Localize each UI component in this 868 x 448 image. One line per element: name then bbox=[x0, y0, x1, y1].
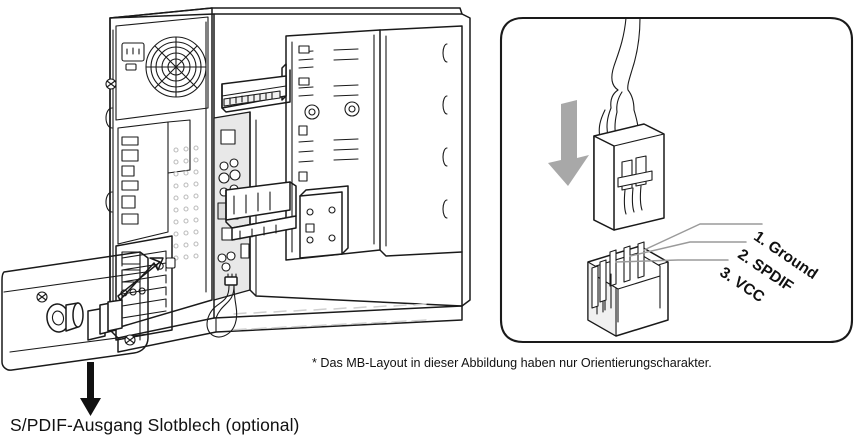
toslink-optical-port bbox=[87, 299, 123, 341]
floor-vent-louvres bbox=[231, 303, 427, 331]
optical-drive-upper bbox=[221, 63, 291, 113]
bracket-screw-holes bbox=[36, 291, 136, 346]
spdif-cable-plug bbox=[593, 17, 665, 231]
plug-latch-detail bbox=[617, 155, 653, 215]
rear-io-ports bbox=[117, 119, 199, 297]
figure-caption: S/PDIF-Ausgang Slotblech (optional) bbox=[10, 415, 300, 435]
optical-drive-lower bbox=[225, 181, 349, 259]
rca-coaxial-jack bbox=[46, 302, 84, 333]
spdif-3pin-header bbox=[587, 241, 669, 337]
psu-fan-grille bbox=[145, 36, 207, 98]
front-rail-holes bbox=[442, 43, 448, 219]
insertion-direction-arrow bbox=[548, 100, 589, 186]
power-socket-icon bbox=[121, 42, 145, 71]
spdif-slot-bracket bbox=[1, 251, 164, 371]
pin-leader-lines bbox=[615, 223, 763, 263]
rear-panel bbox=[105, 7, 213, 331]
bracket-caption-arrow bbox=[80, 362, 101, 416]
magnified-connector-detail bbox=[499, 16, 854, 344]
header-pins bbox=[591, 241, 645, 315]
spdif-cable-to-bracket bbox=[206, 285, 238, 338]
computer-chassis bbox=[105, 7, 471, 353]
figure-footnote: * Das MB-Layout in dieser Abbildung habe… bbox=[312, 356, 712, 370]
